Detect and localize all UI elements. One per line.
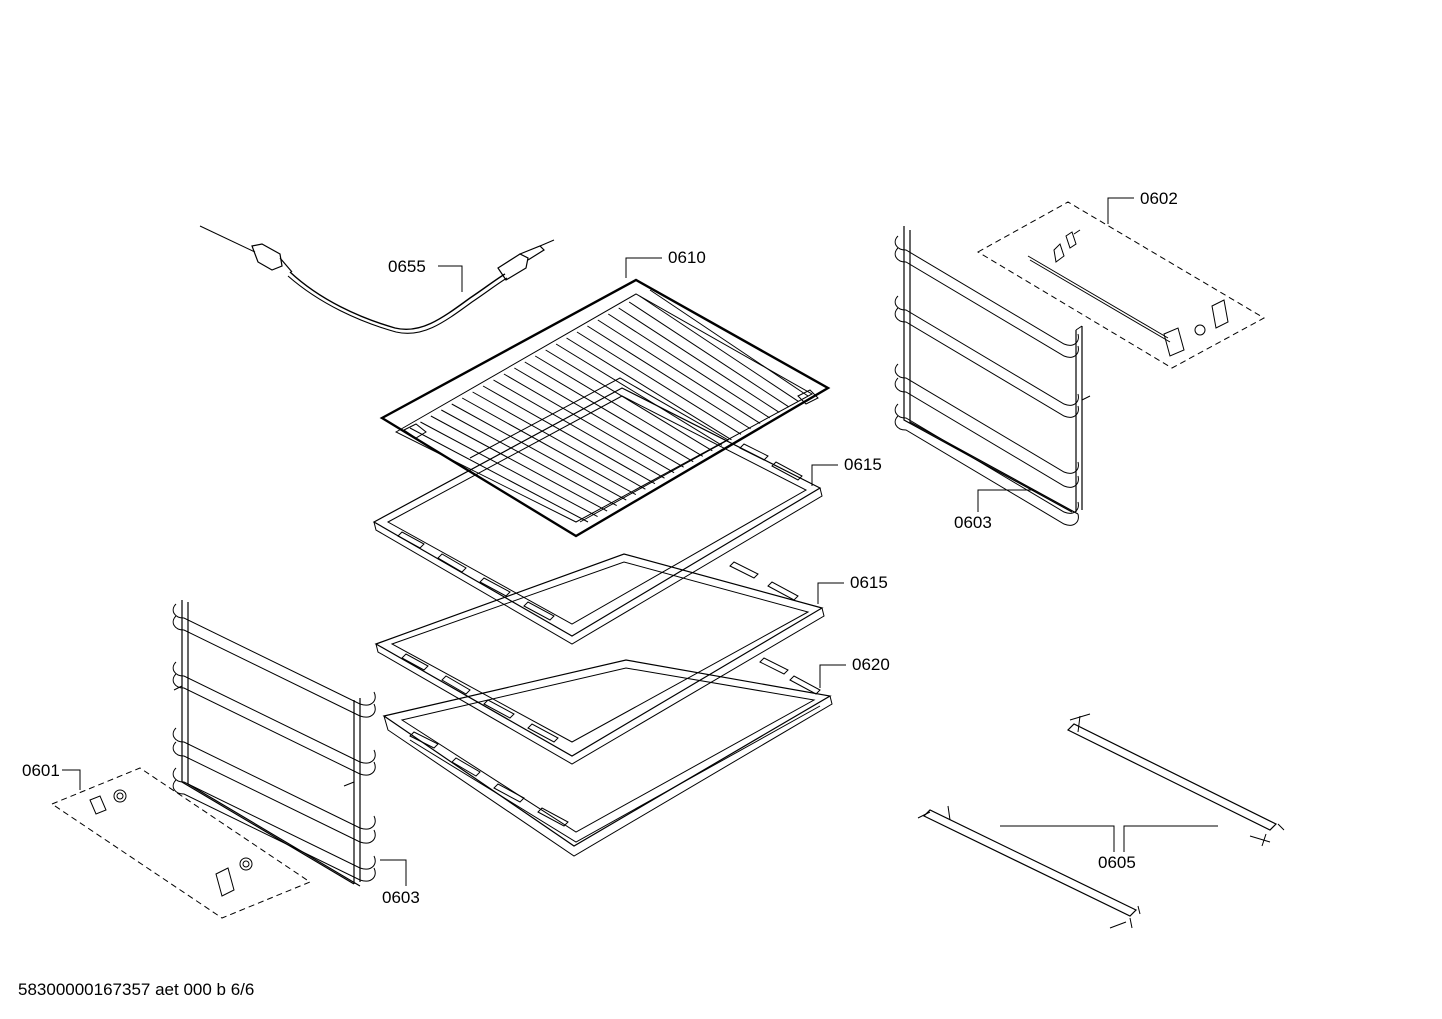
rack-bar xyxy=(628,301,790,408)
rack-bar xyxy=(597,319,761,424)
rail-right-wires xyxy=(894,235,1079,526)
part-0615-baking-tray-lower xyxy=(374,553,825,765)
rail-wire xyxy=(894,247,1079,358)
rack-bar xyxy=(566,337,732,441)
rack-bar xyxy=(420,421,598,517)
rail-wire xyxy=(172,673,376,776)
tray-vents-deep xyxy=(409,657,821,827)
rack-bar xyxy=(461,397,637,496)
rack-bar xyxy=(555,343,723,446)
part-0620-deep-tray xyxy=(382,657,833,857)
label-0610: 0610 xyxy=(668,248,706,267)
rack-bar xyxy=(503,373,675,474)
label-0605: 0605 xyxy=(1098,853,1136,872)
leader-0655 xyxy=(438,265,463,292)
part-0601-fixing-kit xyxy=(50,767,312,919)
leader-0610 xyxy=(625,257,662,278)
part-0603-side-rail-left xyxy=(172,600,376,887)
label-0615-lower: 0615 xyxy=(850,573,888,592)
rack-bar xyxy=(409,427,589,523)
rack-bar xyxy=(441,409,617,507)
rail-wire xyxy=(172,727,376,830)
rail-wire xyxy=(172,615,376,718)
rack-bar xyxy=(524,361,694,463)
rack-bar xyxy=(545,349,713,452)
leader-0603-left xyxy=(380,859,407,886)
rail-wire xyxy=(894,307,1079,418)
label-0655: 0655 xyxy=(388,257,426,276)
tray-vents-upper xyxy=(397,443,803,621)
rack-bar xyxy=(534,355,704,457)
label-0603-left: 0603 xyxy=(382,888,420,907)
document-code: 58300000167357 aet 000 b 6/6 xyxy=(18,980,255,999)
rack-bar xyxy=(472,391,646,490)
rail-left-wires xyxy=(172,603,376,882)
part-0605-telescopic-rails xyxy=(917,713,1285,929)
rail-wire xyxy=(894,363,1079,474)
leader-0615-lower xyxy=(817,582,844,604)
rail-wire xyxy=(172,603,376,706)
part-0602-fixing-kit xyxy=(976,201,1266,369)
rack-bar xyxy=(451,403,627,501)
leader-0603-right xyxy=(977,489,1034,512)
rail-wire xyxy=(894,403,1079,514)
rack-bar xyxy=(576,331,742,435)
rail-wire xyxy=(894,415,1079,526)
leader-0602 xyxy=(1107,197,1134,224)
part-0603-side-rail-right xyxy=(894,226,1091,526)
label-0620: 0620 xyxy=(852,655,890,674)
leader-0601 xyxy=(62,769,81,790)
label-0601: 0601 xyxy=(22,761,60,780)
leader-0615-upper xyxy=(811,464,838,486)
rack-bar xyxy=(639,295,799,402)
rack-bar xyxy=(482,385,656,485)
rail-wire xyxy=(172,779,376,882)
rack-bar xyxy=(493,379,665,479)
rail-wire xyxy=(894,377,1079,488)
part-0615-baking-tray-upper xyxy=(372,387,823,645)
rail-wire xyxy=(894,295,1079,406)
rack-bar xyxy=(618,307,780,413)
rack-bars xyxy=(409,289,809,523)
rack-bar xyxy=(587,325,751,430)
part-0610-wire-rack xyxy=(379,278,831,538)
part-0655-meat-probe xyxy=(199,225,555,334)
label-0602: 0602 xyxy=(1140,189,1178,208)
rack-bar xyxy=(649,289,809,397)
leader-0620 xyxy=(819,664,846,688)
rail-wire xyxy=(172,661,376,764)
rack-bar xyxy=(607,313,771,419)
leader-0605 xyxy=(1000,825,1218,852)
rail-wire xyxy=(894,235,1079,346)
rail-wire xyxy=(172,741,376,844)
rack-bar xyxy=(430,415,608,512)
tray-vents-lower xyxy=(401,561,799,743)
rail-wire xyxy=(172,767,376,870)
label-0603-right: 0603 xyxy=(954,513,992,532)
rack-bar xyxy=(514,367,684,468)
label-0615-upper: 0615 xyxy=(844,455,882,474)
